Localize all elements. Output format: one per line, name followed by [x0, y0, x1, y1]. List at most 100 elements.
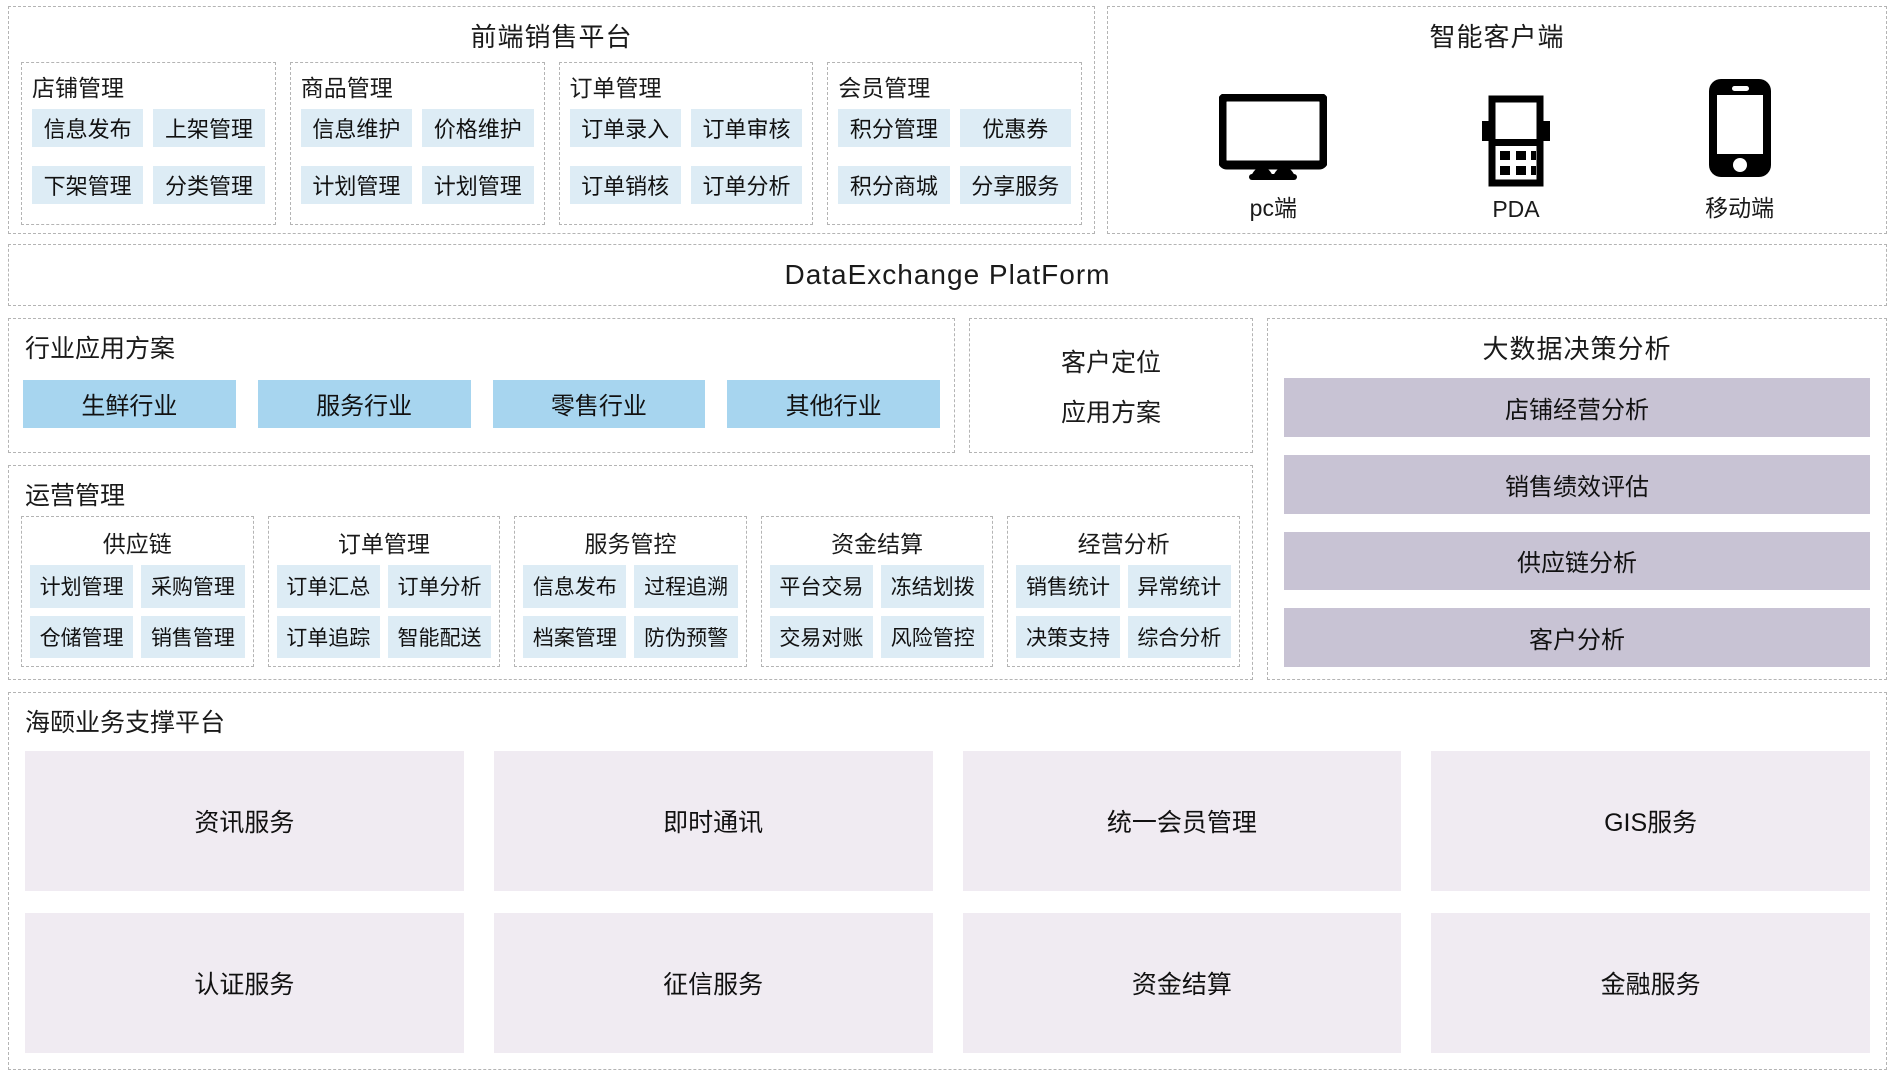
group-items: 信息发布 上架管理 下架管理 分类管理 — [32, 109, 265, 214]
feature-cell[interactable]: 异常统计 — [1127, 565, 1231, 608]
feature-cell[interactable]: 订单追踪 — [276, 615, 380, 658]
operations-group-list: 供应链 计划管理 采购管理 仓储管理 销售管理 订单管理 订单汇总 订单分析 — [9, 516, 1252, 679]
support-item[interactable]: 征信服务 — [493, 913, 933, 1053]
feature-cell[interactable]: 订单分析 — [387, 565, 492, 608]
industry-solutions-panel: 行业应用方案 生鲜行业 服务行业 零售行业 其他行业 — [8, 318, 955, 453]
support-item[interactable]: GIS服务 — [1431, 751, 1870, 891]
group-items: 信息维护 价格维护 计划管理 计划管理 — [300, 109, 534, 214]
frontend-group-order-management: 订单管理 订单录入 订单审核 订单销核 订单分析 — [558, 62, 814, 225]
feature-cell[interactable]: 交易对账 — [769, 615, 874, 658]
bigdata-item[interactable]: 销售绩效评估 — [1284, 454, 1870, 514]
group-items: 订单录入 订单审核 订单销核 订单分析 — [569, 109, 803, 214]
business-support-platform-title: 海颐业务支撑平台 — [25, 709, 226, 737]
data-exchange-platform-bar: DataExchange PlatForm — [8, 244, 1887, 306]
frontend-group-list: 店铺管理 信息发布 上架管理 下架管理 分类管理 商品管理 信息维护 价格维护 … — [9, 62, 1094, 225]
group-items: 计划管理 采购管理 仓储管理 销售管理 — [30, 565, 245, 658]
group-title: 资金结算 — [831, 531, 924, 557]
industry-item[interactable]: 服务行业 — [257, 379, 471, 428]
feature-cell[interactable]: 分类管理 — [153, 165, 265, 204]
industry-item-list: 生鲜行业 服务行业 零售行业 其他行业 — [9, 369, 954, 452]
support-item[interactable]: 金融服务 — [1431, 913, 1870, 1053]
feature-cell[interactable]: 订单录入 — [569, 109, 681, 147]
bigdata-item[interactable]: 店铺经营分析 — [1284, 378, 1870, 437]
feature-cell[interactable]: 积分商城 — [838, 165, 950, 204]
feature-cell[interactable]: 档案管理 — [523, 615, 627, 658]
feature-cell[interactable]: 信息维护 — [300, 109, 413, 147]
feature-cell[interactable]: 订单审核 — [690, 109, 803, 147]
monitor-icon — [1217, 92, 1329, 185]
client-item-pda[interactable]: PDA — [1470, 95, 1562, 223]
feature-cell[interactable]: 订单汇总 — [276, 565, 380, 608]
feature-cell[interactable]: 决策支持 — [1016, 615, 1120, 658]
industry-item[interactable]: 其他行业 — [727, 379, 940, 428]
middle-left-column: 行业应用方案 生鲜行业 服务行业 零售行业 其他行业 客户定位 应用方案 运营管… — [8, 318, 1253, 680]
feature-cell[interactable]: 价格维护 — [422, 109, 534, 147]
operations-group-business-analysis: 经营分析 销售统计 异常统计 决策支持 综合分析 — [1007, 516, 1240, 667]
feature-cell[interactable]: 平台交易 — [769, 565, 874, 608]
feature-cell[interactable]: 订单销核 — [569, 165, 681, 204]
feature-cell[interactable]: 风险管控 — [881, 615, 985, 658]
feature-cell[interactable]: 订单分析 — [690, 165, 803, 204]
feature-cell[interactable]: 过程追溯 — [634, 565, 738, 608]
middle-row: 行业应用方案 生鲜行业 服务行业 零售行业 其他行业 客户定位 应用方案 运营管… — [8, 318, 1887, 680]
feature-cell[interactable]: 下架管理 — [32, 165, 144, 204]
bigdata-item[interactable]: 客户分析 — [1284, 608, 1870, 667]
group-items: 平台交易 冻结划拨 交易对账 风险管控 — [769, 565, 985, 658]
client-item-mobile[interactable]: 移动端 — [1705, 76, 1775, 223]
bigdata-item-list: 店铺经营分析 销售绩效评估 供应链分析 客户分析 — [1268, 374, 1886, 667]
bigdata-decision-analysis-panel: 大数据决策分析 店铺经营分析 销售绩效评估 供应链分析 客户分析 — [1267, 318, 1887, 680]
feature-cell[interactable]: 信息发布 — [32, 109, 144, 147]
frontend-group-store-management: 店铺管理 信息发布 上架管理 下架管理 分类管理 — [21, 62, 276, 225]
industry-item[interactable]: 生鲜行业 — [23, 379, 236, 428]
group-title: 订单管理 — [337, 531, 430, 557]
feature-cell[interactable]: 销售统计 — [1016, 565, 1120, 608]
group-title: 店铺管理 — [32, 75, 124, 101]
feature-cell[interactable]: 冻结划拨 — [881, 565, 985, 608]
feature-cell[interactable]: 计划管理 — [30, 565, 134, 608]
group-title: 经营分析 — [1077, 531, 1170, 557]
support-item[interactable]: 认证服务 — [25, 913, 464, 1053]
group-title: 服务管控 — [584, 531, 677, 557]
support-item[interactable]: 即时通讯 — [493, 751, 933, 891]
feature-cell[interactable]: 分享服务 — [959, 165, 1071, 204]
customer-positioning-line1: 客户定位 — [1060, 348, 1161, 377]
support-item[interactable]: 资金结算 — [962, 913, 1402, 1053]
feature-cell[interactable]: 信息发布 — [523, 565, 627, 608]
feature-cell[interactable]: 积分管理 — [838, 109, 950, 147]
feature-cell[interactable]: 上架管理 — [153, 109, 265, 147]
frontend-group-member-management: 会员管理 积分管理 优惠券 积分商城 分享服务 — [827, 62, 1082, 225]
group-title: 订单管理 — [569, 75, 662, 101]
group-items: 信息发布 过程追溯 档案管理 防伪预警 — [523, 565, 738, 658]
feature-cell[interactable]: 防伪预警 — [634, 615, 738, 658]
customer-positioning-line2: 应用方案 — [1060, 398, 1161, 427]
group-title: 商品管理 — [300, 75, 393, 101]
operations-group-fund-settlement: 资金结算 平台交易 冻结划拨 交易对账 风险管控 — [760, 516, 994, 667]
feature-cell[interactable]: 销售管理 — [141, 615, 245, 658]
feature-cell[interactable]: 综合分析 — [1127, 615, 1231, 658]
client-item-pc[interactable]: pc端 — [1217, 92, 1329, 223]
industry-and-customer-row: 行业应用方案 生鲜行业 服务行业 零售行业 其他行业 客户定位 应用方案 — [8, 318, 1253, 453]
feature-cell[interactable]: 采购管理 — [141, 565, 245, 608]
pda-icon — [1470, 95, 1562, 192]
group-items: 积分管理 优惠券 积分商城 分享服务 — [838, 109, 1071, 214]
feature-cell[interactable]: 计划管理 — [422, 165, 534, 204]
feature-cell[interactable]: 优惠券 — [959, 109, 1071, 147]
frontend-sales-platform-title: 前端销售平台 — [470, 22, 633, 52]
industry-item[interactable]: 零售行业 — [492, 379, 706, 428]
feature-cell[interactable]: 智能配送 — [387, 615, 492, 658]
client-label: 移动端 — [1705, 195, 1775, 221]
feature-cell[interactable]: 计划管理 — [300, 165, 413, 204]
support-item[interactable]: 统一会员管理 — [962, 751, 1402, 891]
bigdata-decision-analysis-title: 大数据决策分析 — [1482, 334, 1672, 364]
group-items: 销售统计 异常统计 决策支持 综合分析 — [1016, 565, 1231, 658]
client-label: pc端 — [1249, 195, 1297, 221]
support-item[interactable]: 资讯服务 — [25, 751, 464, 891]
feature-cell[interactable]: 仓储管理 — [30, 615, 134, 658]
client-label: PDA — [1492, 196, 1540, 222]
industry-solutions-title: 行业应用方案 — [25, 335, 176, 363]
bigdata-item[interactable]: 供应链分析 — [1284, 531, 1870, 591]
operations-management-title: 运营管理 — [25, 482, 126, 510]
support-item-list: 资讯服务 即时通讯 统一会员管理 GIS服务 认证服务 征信服务 资金结算 金融… — [9, 743, 1886, 1069]
frontend-group-product-management: 商品管理 信息维护 价格维护 计划管理 计划管理 — [289, 62, 545, 225]
